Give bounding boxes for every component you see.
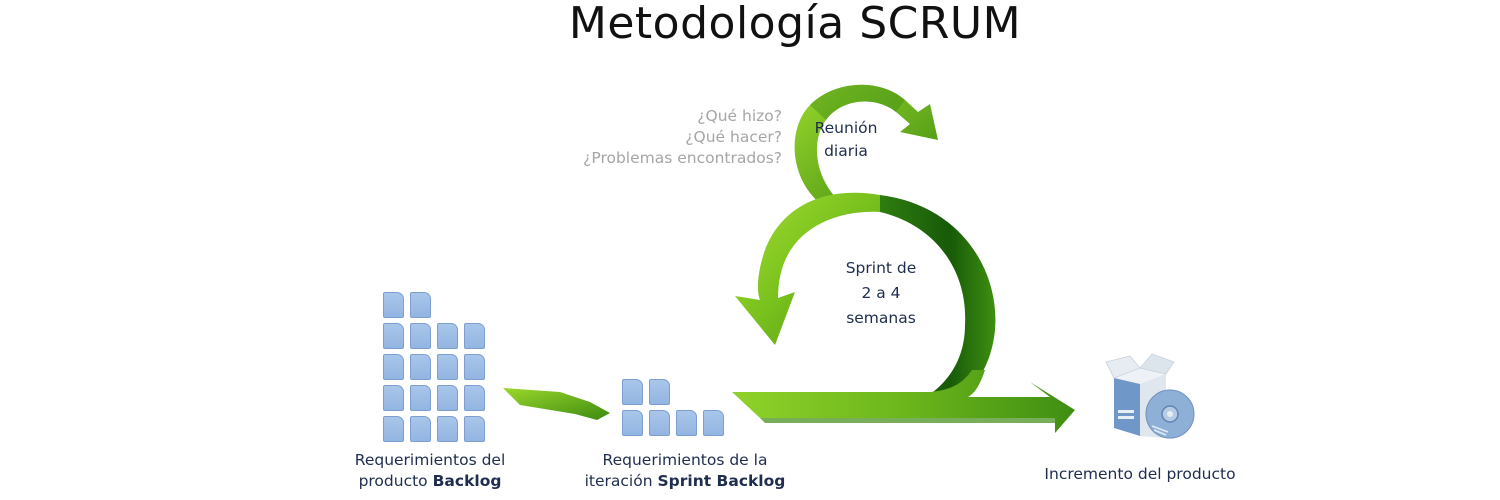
arrow-to-sprint-backlog (503, 388, 610, 420)
daily-questions: ¿Qué hizo? ¿Qué hacer? ¿Problemas encont… (560, 106, 782, 169)
product-increment-caption: Incremento del producto (1044, 465, 1236, 483)
backlog-card (383, 354, 404, 380)
sprint-backlog-caption-prefix: iteración (584, 472, 653, 490)
sprint-line3: semanas (846, 309, 916, 327)
product-backlog-caption: Requerimientos del producto Backlog (330, 450, 530, 492)
backlog-card (383, 323, 404, 349)
question-what-done: ¿Qué hizo? (697, 107, 782, 125)
sprint-backlog-card (649, 410, 670, 436)
sprint-backlog-card (703, 410, 724, 436)
backlog-card (383, 292, 404, 318)
sprint-backlog-card (622, 410, 643, 436)
daily-meeting-line1: Reunión (814, 119, 878, 137)
backlog-card (437, 323, 458, 349)
backlog-card (464, 354, 485, 380)
sprint-backlog-caption-line1: Requerimientos de la (602, 451, 768, 469)
sprint-backlog-card (676, 410, 697, 436)
sprint-duration-label: Sprint de 2 a 4 semanas (826, 256, 936, 331)
backlog-card (383, 385, 404, 411)
sprint-loop-arrow (732, 192, 1075, 433)
backlog-card (464, 385, 485, 411)
backlog-card (437, 416, 458, 442)
product-backlog-caption-prefix: producto (358, 472, 428, 490)
backlog-card (410, 292, 431, 318)
backlog-card (410, 416, 431, 442)
product-backlog-caption-bold: Backlog (432, 472, 502, 490)
question-problems: ¿Problemas encontrados? (583, 149, 782, 167)
backlog-card (464, 416, 485, 442)
daily-meeting-line2: diaria (824, 142, 868, 160)
sprint-backlog-card (649, 379, 670, 405)
backlog-card (437, 354, 458, 380)
sprint-line1: Sprint de (845, 259, 917, 277)
question-what-todo: ¿Qué hacer? (685, 128, 782, 146)
sprint-line2: 2 a 4 (861, 284, 901, 302)
software-box-icon (1105, 353, 1195, 439)
daily-meeting-label: Reunión diaria (796, 117, 896, 163)
backlog-card (437, 385, 458, 411)
backlog-card (410, 354, 431, 380)
page-title: Metodología SCRUM (568, 0, 1022, 49)
backlog-card (383, 416, 404, 442)
sprint-backlog-caption: Requerimientos de la iteración Sprint Ba… (570, 450, 800, 492)
backlog-card (464, 323, 485, 349)
product-backlog-caption-line1: Requerimientos del (354, 451, 506, 469)
daily-loop-arrow (794, 84, 938, 205)
backlog-card (410, 323, 431, 349)
sprint-backlog-card (622, 379, 643, 405)
sprint-backlog-caption-bold: Sprint Backlog (657, 472, 786, 490)
backlog-card (410, 385, 431, 411)
